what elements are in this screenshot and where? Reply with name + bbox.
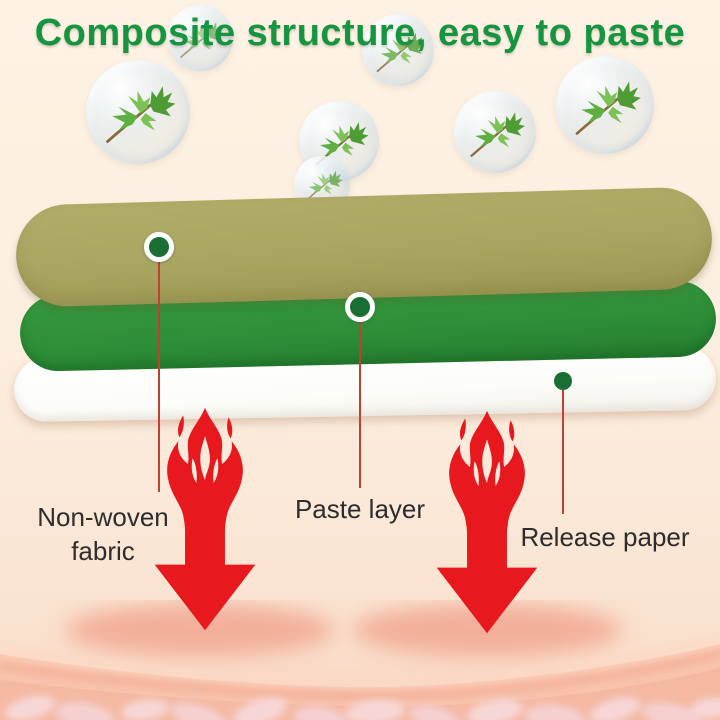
heat-glow-left bbox=[65, 604, 335, 656]
herb-bubble bbox=[86, 60, 190, 164]
leader-line-nonwoven bbox=[158, 257, 160, 492]
herb-bubble bbox=[167, 5, 233, 71]
label-non-woven-line2: fabric bbox=[71, 536, 135, 566]
leader-line-release bbox=[562, 390, 564, 514]
herb-bubble bbox=[454, 91, 536, 173]
herb-bubble bbox=[556, 56, 654, 154]
mugwort-leaf-icon bbox=[568, 68, 642, 142]
marker-dot-paste bbox=[345, 292, 375, 322]
label-non-woven-fabric: Non-woven fabric bbox=[13, 500, 193, 568]
label-paste-layer: Paste layer bbox=[294, 494, 426, 524]
skin-illustration bbox=[0, 604, 720, 720]
leader-line-paste bbox=[359, 317, 361, 488]
mugwort-leaf-icon bbox=[98, 72, 177, 151]
non-woven-fabric-layer bbox=[14, 186, 714, 308]
marker-dot-release bbox=[554, 372, 572, 390]
label-non-woven-line1: Non-woven bbox=[37, 502, 169, 532]
herb-bubble bbox=[362, 14, 434, 86]
mugwort-leaf-icon bbox=[464, 101, 526, 163]
label-release-paper: Release paper bbox=[520, 522, 690, 552]
page-title: Composite structure, easy to paste bbox=[34, 12, 686, 54]
marker-dot-nonwoven bbox=[144, 232, 174, 262]
